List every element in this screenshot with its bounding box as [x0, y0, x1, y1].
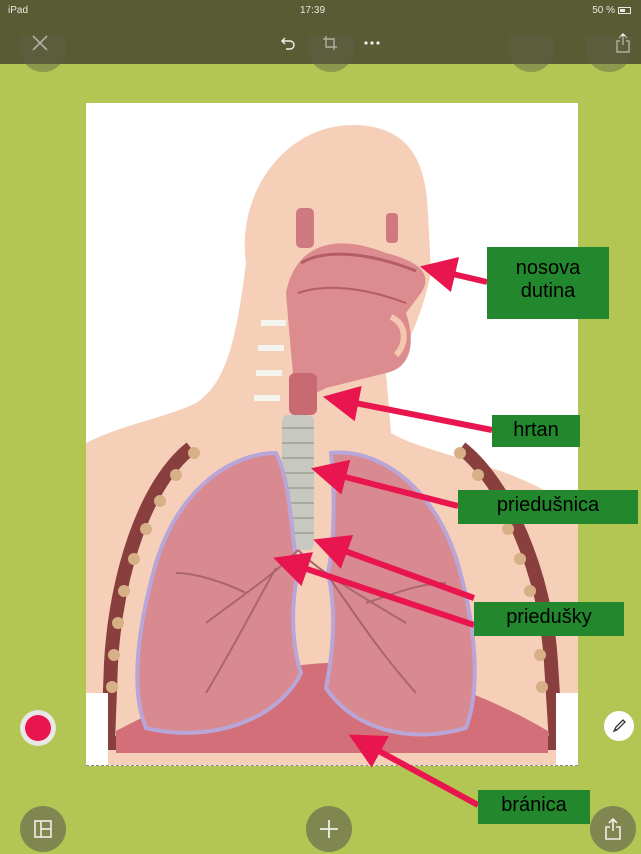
more-icon: [363, 40, 381, 46]
toolbar-shadow-decoration: [20, 36, 66, 72]
battery-icon: [618, 7, 631, 14]
toolbar-shadow-decoration: [508, 36, 554, 72]
label-hrtan[interactable]: hrtan: [492, 415, 580, 447]
undo-icon: [280, 35, 296, 51]
layout-button[interactable]: [20, 806, 66, 852]
status-bar: iPad 17:39 50 %: [0, 0, 641, 22]
battery-percent: 50 %: [592, 5, 615, 16]
layout-icon: [33, 819, 53, 839]
battery-indicator: 50 %: [592, 5, 631, 16]
label-branica[interactable]: bránica: [478, 790, 590, 824]
label-priedusky[interactable]: priedušky: [474, 602, 624, 636]
toolbar-shadow-decoration: [308, 36, 354, 72]
status-time: 17:39: [300, 5, 325, 16]
export-button[interactable]: [590, 806, 636, 852]
label-priedusnica[interactable]: priedušnica: [458, 490, 638, 524]
pen-icon: [611, 718, 627, 734]
pen-tool-button[interactable]: [604, 711, 634, 741]
add-button[interactable]: [306, 806, 352, 852]
color-picker-button[interactable]: [20, 710, 56, 746]
label-nosova-dutina[interactable]: nosova dutina: [487, 247, 609, 319]
toolbar-shadow-decoration: [586, 36, 632, 72]
plus-icon: [318, 818, 340, 840]
export-icon: [604, 818, 622, 840]
more-button[interactable]: [354, 22, 390, 64]
undo-button[interactable]: [270, 22, 306, 64]
device-name: iPad: [8, 5, 28, 16]
